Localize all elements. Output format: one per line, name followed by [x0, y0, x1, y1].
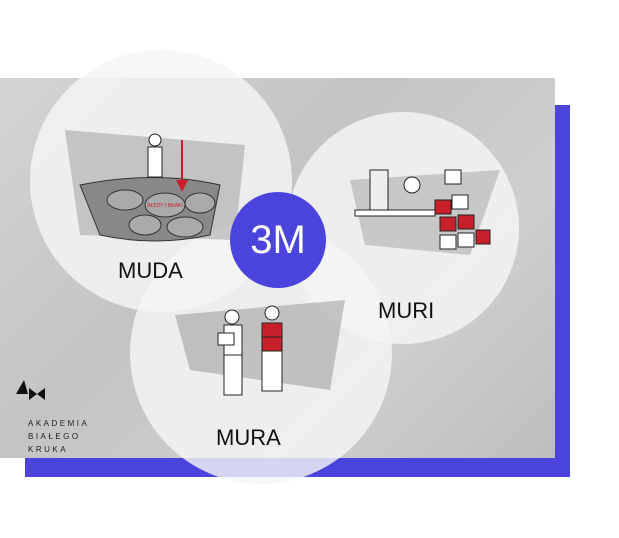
- muri-label: MURI: [378, 298, 435, 323]
- muda-label: MUDA: [118, 258, 183, 283]
- logo-line: BIAŁEGO: [28, 432, 81, 441]
- muda-illustration: BŁĘDY I BRAKI: [65, 130, 245, 242]
- mura-illustration: [175, 300, 345, 396]
- logo-line: KRUKA: [28, 445, 69, 454]
- akademia-bialego-kruka-logo: AKADEMIA BIAŁEGO KRUKA: [16, 380, 89, 456]
- center-3m-badge: 3M: [230, 192, 326, 288]
- logo-line: AKADEMIA: [28, 419, 90, 428]
- muri-illustration: [350, 169, 500, 255]
- mura-label: MURA: [216, 425, 281, 450]
- muda-stone-label: BŁĘDY I BRAKI: [147, 203, 182, 209]
- raven-logo-icon: [16, 380, 45, 400]
